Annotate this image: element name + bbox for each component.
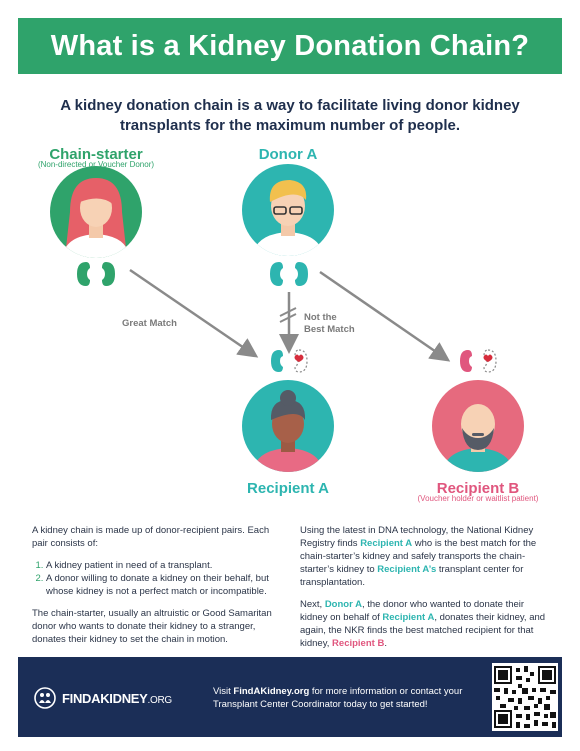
nkr-paragraph: Using the latest in DNA technology, the …: [300, 525, 537, 588]
recipient-a-label: Recipient A: [247, 480, 329, 497]
title-banner: What is a Kidney Donation Chain?: [18, 18, 562, 74]
page-title: What is a Kidney Donation Chain?: [50, 29, 530, 62]
great-match-label: Great Match: [122, 318, 177, 329]
chain-starter-explanation: The chain-starter, usually an altruistic…: [32, 608, 272, 645]
logo-text: FINDAKIDNEY.ORG: [62, 690, 172, 706]
qr-code[interactable]: [492, 663, 558, 731]
chain-starter-kidneys-icon: [77, 262, 115, 286]
list-item: A donor willing to donate a kidney on th…: [46, 572, 274, 598]
donor-a-to-recipient-b-arrow: [319, 270, 451, 362]
left-column-text: A kidney chain is made up of donor-recip…: [32, 524, 274, 655]
subtitle: A kidney donation chain is a way to faci…: [60, 97, 520, 134]
break-mark: [279, 313, 297, 323]
donation-chain-diagram: [50, 164, 524, 472]
great-match-arrow: [129, 268, 259, 358]
donor-a-kidneys-icon: [270, 262, 308, 286]
chain-starter-avatar: [50, 166, 142, 258]
recipient-a-avatar: [242, 380, 334, 472]
not-best-match-label-line1: Not the: [304, 312, 337, 323]
recipient-b-note: (Voucher holder or waitlist patient): [417, 494, 539, 503]
people-circle-icon: [34, 687, 56, 709]
chain-starter-label: Chain-starter: [49, 146, 143, 163]
not-best-match-label-line2: Best Match: [304, 324, 355, 335]
findakidney-logo[interactable]: FINDAKIDNEY.ORG: [34, 687, 172, 709]
website-link[interactable]: FindAKidney.org: [233, 686, 310, 697]
donor-a-label: Donor A: [258, 146, 318, 163]
right-column-text: Using the latest in DNA technology, the …: [300, 524, 550, 659]
next-step-paragraph: Next, Donor A, the donor who wanted to d…: [300, 599, 546, 649]
break-mark: [279, 307, 297, 317]
list-item: A kidney patient in need of a transplant…: [46, 559, 274, 572]
footer-cta: Visit FindAKidney.org for more informati…: [213, 686, 463, 710]
recipient-b-label: Recipient B: [436, 480, 520, 497]
pair-list: A kidney patient in need of a transplant…: [32, 559, 274, 598]
footer: FINDAKIDNEY.ORG Visit FindAKidney.org fo…: [18, 657, 562, 737]
pair-intro: A kidney chain is made up of donor-recip…: [32, 525, 270, 549]
donor-a-avatar: [242, 164, 334, 256]
chain-starter-note: (Non-directed or Voucher Donor): [37, 160, 155, 169]
recipient-b-kidneys-icon: [460, 349, 497, 373]
recipient-b-avatar: [432, 380, 524, 472]
recipient-a-kidneys-icon: [271, 349, 308, 373]
